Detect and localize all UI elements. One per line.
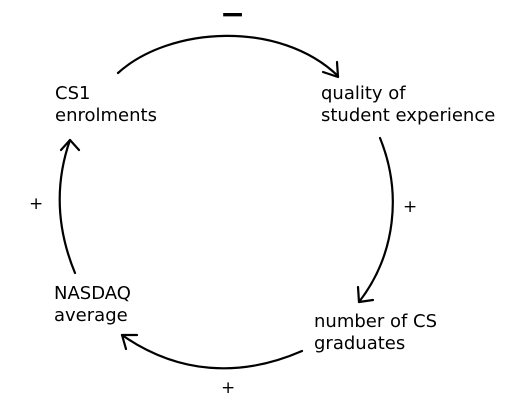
polarity-graduates-to-nasdaq: +	[221, 378, 236, 398]
link-cs1-to-quality	[116, 34, 340, 78]
link-graduates-to-nasdaq	[120, 333, 304, 370]
node-nasdaq-average: NASDAQ average	[54, 283, 131, 327]
node-cs1-line2: enrolments	[55, 105, 157, 126]
node-nasdaq-line1: NASDAQ	[54, 283, 131, 304]
node-quality-line1: quality of	[321, 83, 406, 104]
node-quality-line2: student experience	[321, 105, 496, 126]
arrowhead-nasdaq	[120, 333, 139, 351]
polarity-quality-to-graduates: +	[403, 197, 418, 217]
node-quality-of-student-experience: quality of student experience	[321, 83, 495, 127]
arrowhead-graduates	[356, 285, 375, 304]
node-number-of-cs-graduates: number of CS graduates	[314, 311, 437, 355]
link-nasdaq-to-cs1	[58, 138, 77, 275]
arrowhead-quality	[321, 60, 340, 79]
node-graduates-line1: number of CS	[314, 311, 438, 332]
link-quality-to-graduates	[357, 136, 394, 304]
node-nasdaq-line2: average	[54, 305, 128, 326]
polarity-cs1-to-quality: −	[220, 0, 246, 32]
node-cs1-enrolments: CS1 enrolments	[55, 83, 157, 127]
arrowhead-cs1	[59, 138, 81, 152]
polarity-nasdaq-to-cs1: +	[29, 194, 44, 214]
node-cs1-line1: CS1	[55, 83, 91, 104]
node-graduates-line2: graduates	[314, 333, 406, 354]
